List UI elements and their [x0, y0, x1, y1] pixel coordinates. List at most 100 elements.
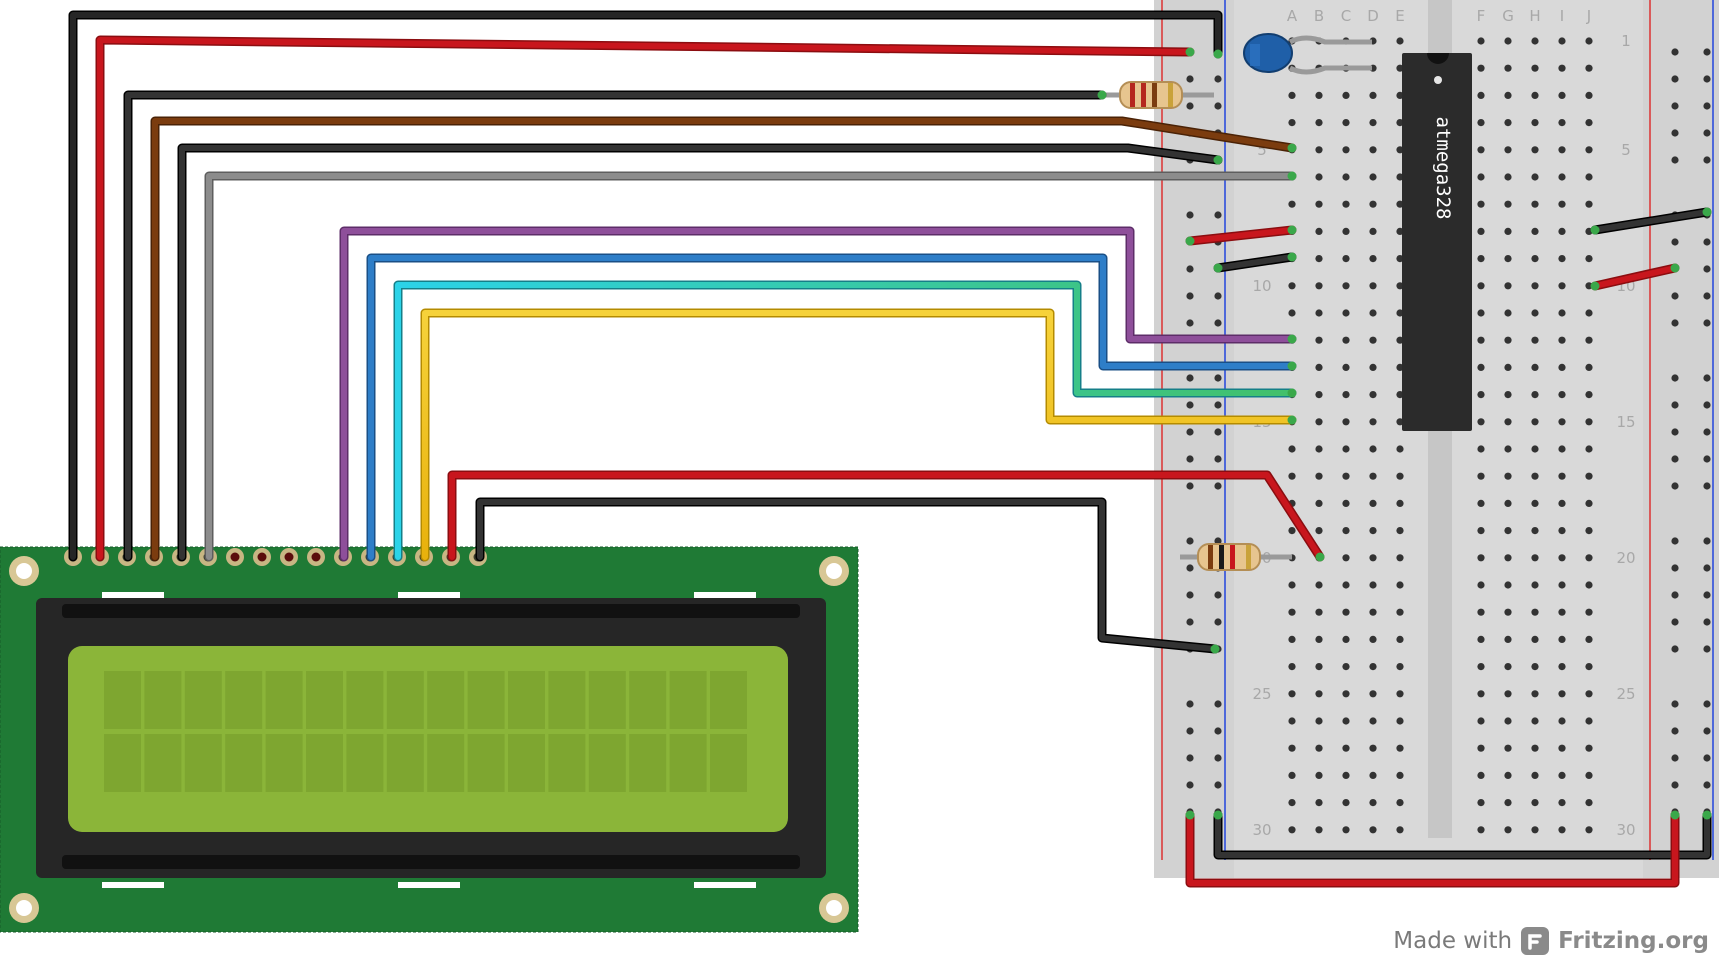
lcd-character-cell	[306, 734, 343, 792]
breadboard-hole	[1342, 581, 1350, 589]
atmega-chip: atmega328	[1402, 53, 1472, 431]
breadboard-hole	[1531, 554, 1539, 562]
breadboard-hole	[1531, 499, 1539, 507]
wire-end	[1702, 810, 1712, 820]
lcd-character-cell	[386, 734, 424, 792]
breadboard-hole	[1558, 499, 1566, 507]
breadboard-hole	[1369, 717, 1377, 725]
breadboard-hole	[1504, 663, 1512, 671]
lcd-character-cell	[629, 734, 667, 792]
breadboard-hole	[1477, 200, 1485, 208]
breadboard-hole	[1288, 608, 1296, 616]
breadboard-hole	[1504, 173, 1512, 181]
breadboard-hole	[1342, 336, 1350, 344]
wire-purple	[341, 228, 1295, 560]
breadboard-hole	[1504, 717, 1512, 725]
breadboard-hole	[1558, 64, 1566, 72]
breadboard-hole	[1531, 119, 1539, 127]
breadboard-hole	[1531, 391, 1539, 399]
column-letter: J	[1586, 7, 1591, 25]
breadboard-hole	[1396, 499, 1404, 507]
column-letter: G	[1502, 7, 1514, 25]
lcd-character-cell	[669, 734, 707, 792]
breadboard-hole	[1585, 418, 1593, 426]
breadboard-hole	[1342, 445, 1350, 453]
breadboard-hole	[1531, 255, 1539, 263]
breadboard-hole	[1504, 91, 1512, 99]
breadboard-hole	[1585, 391, 1593, 399]
wire-yellow	[422, 310, 1295, 560]
lcd-character-cell	[710, 734, 747, 792]
breadboard-hole	[1315, 391, 1323, 399]
lcd-bezel-top-slot	[62, 604, 800, 618]
breadboard-hole	[1531, 690, 1539, 698]
lcd-character-cell	[508, 671, 545, 729]
breadboard-hole	[1396, 146, 1404, 154]
rail-hole	[1671, 618, 1679, 626]
breadboard-hole	[1477, 445, 1485, 453]
rail-hole	[1671, 700, 1679, 708]
breadboard-hole	[1585, 309, 1593, 317]
rail-hole	[1671, 102, 1679, 110]
chip-body	[1402, 53, 1472, 431]
breadboard-hole	[1477, 744, 1485, 752]
breadboard-hole	[1504, 200, 1512, 208]
rail-hole	[1703, 428, 1711, 436]
breadboard-hole	[1585, 608, 1593, 616]
breadboard-hole	[1558, 255, 1566, 263]
wire-end	[1287, 143, 1297, 153]
wire-gray	[206, 173, 1295, 560]
lcd-character-cell	[629, 671, 667, 729]
breadboard-hole	[1558, 472, 1566, 480]
rail-hole	[1671, 591, 1679, 599]
breadboard-hole	[1315, 472, 1323, 480]
wire-end	[1287, 171, 1297, 181]
breadboard-hole	[1396, 663, 1404, 671]
rail-hole	[1214, 482, 1222, 490]
breadboard-hole	[1531, 608, 1539, 616]
breadboard-hole	[1558, 445, 1566, 453]
breadboard-hole	[1315, 826, 1323, 834]
breadboard-hole	[1504, 527, 1512, 535]
breadboard-hole	[1342, 391, 1350, 399]
breadboard-hole	[1288, 771, 1296, 780]
breadboard-hole	[1477, 771, 1485, 780]
credit-brand: Fritzing.org	[1558, 928, 1709, 954]
breadboard-hole	[1396, 391, 1404, 399]
lcd-module	[0, 546, 859, 933]
breadboard-hole	[1315, 744, 1323, 752]
breadboard-hole	[1477, 499, 1485, 507]
breadboard-hole	[1369, 255, 1377, 263]
breadboard-hole	[1342, 799, 1350, 807]
breadboard-hole	[1504, 499, 1512, 507]
breadboard-hole	[1315, 227, 1323, 235]
wire-black-3	[177, 143, 1223, 562]
breadboard-hole	[1531, 799, 1539, 807]
breadboard-hole	[1342, 554, 1350, 562]
breadboard-hole	[1315, 91, 1323, 99]
breadboard-hole	[1504, 255, 1512, 263]
breadboard-hole	[1342, 826, 1350, 834]
breadboard-hole	[1342, 255, 1350, 263]
wire-red-2	[449, 472, 1323, 560]
breadboard-hole	[1558, 227, 1566, 235]
breadboard-hole	[1531, 472, 1539, 480]
breadboard-hole	[1531, 282, 1539, 290]
breadboard-hole	[1369, 91, 1377, 99]
lcd-character-cell	[104, 734, 141, 792]
column-letter: H	[1529, 7, 1540, 25]
row-number: 30	[1616, 821, 1635, 839]
wire-end	[1670, 810, 1680, 820]
breadboard-hole	[1396, 581, 1404, 589]
resistor-bottom-body	[1197, 543, 1261, 571]
breadboard-hole	[1558, 282, 1566, 290]
rail-hole	[1703, 265, 1711, 273]
breadboard-hole	[1504, 472, 1512, 480]
column-letter: F	[1477, 7, 1486, 25]
rail-hole	[1186, 75, 1194, 83]
breadboard-hole	[1369, 744, 1377, 752]
rail-hole	[1214, 292, 1222, 300]
wires	[68, 10, 1712, 888]
breadboard-hole	[1558, 663, 1566, 671]
wire-blue	[366, 253, 1297, 562]
